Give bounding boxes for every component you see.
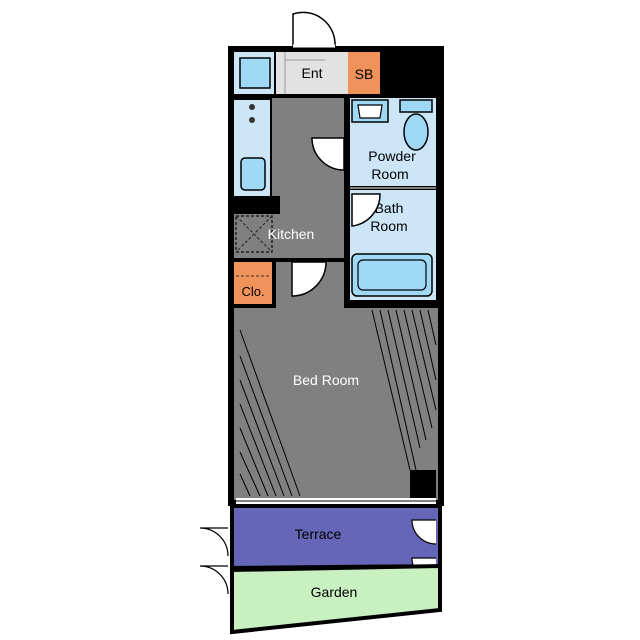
kitchen-wall-stub: [234, 196, 280, 214]
terrace-label: Terrace: [295, 526, 342, 542]
garden-label: Garden: [311, 584, 358, 600]
kitchen-label: Kitchen: [268, 226, 315, 242]
powder-room-door-icon[interactable]: [311, 137, 345, 171]
bath-door-icon[interactable]: [351, 193, 381, 227]
stove-burner-icon: [249, 104, 255, 110]
powder-room-label-line2: Room: [371, 166, 408, 182]
bedroom-pillar: [410, 470, 436, 500]
kitchen-floor-lower: [234, 214, 344, 258]
stove-burner-icon: [249, 117, 255, 123]
bedroom-hatching: [239, 309, 437, 497]
bath-room-label-line2: Room: [370, 218, 407, 234]
closet: [234, 262, 272, 304]
powder-room-label-line1: Powder: [368, 148, 416, 164]
entrance-floor: [276, 52, 348, 94]
entrance-sink-icon: [239, 57, 271, 89]
garden-gate-left-icon[interactable]: [199, 527, 229, 595]
bedroom-label: Bed Room: [293, 372, 359, 388]
shoe-box-label: SB: [355, 66, 374, 82]
bedroom-door-icon[interactable]: [291, 261, 327, 297]
closet-label: Clo.: [241, 284, 264, 299]
bath-room-label-line1: Bath: [375, 200, 404, 216]
bedroom: [234, 308, 438, 500]
terrace-gate-icon[interactable]: [411, 519, 437, 545]
toilet-bowl-icon: [403, 113, 429, 151]
bathtub-inner-icon: [357, 259, 427, 291]
kitchen-sink-icon: [240, 157, 266, 191]
toilet-tank-icon: [399, 99, 433, 113]
garden: [230, 563, 442, 635]
entrance-door-icon[interactable]: [292, 11, 336, 48]
shoe-box: [348, 52, 380, 94]
entrance-label: Ent: [301, 65, 322, 81]
refrigerator-space: [235, 215, 273, 253]
washbasin-bowl-icon: [357, 104, 383, 119]
